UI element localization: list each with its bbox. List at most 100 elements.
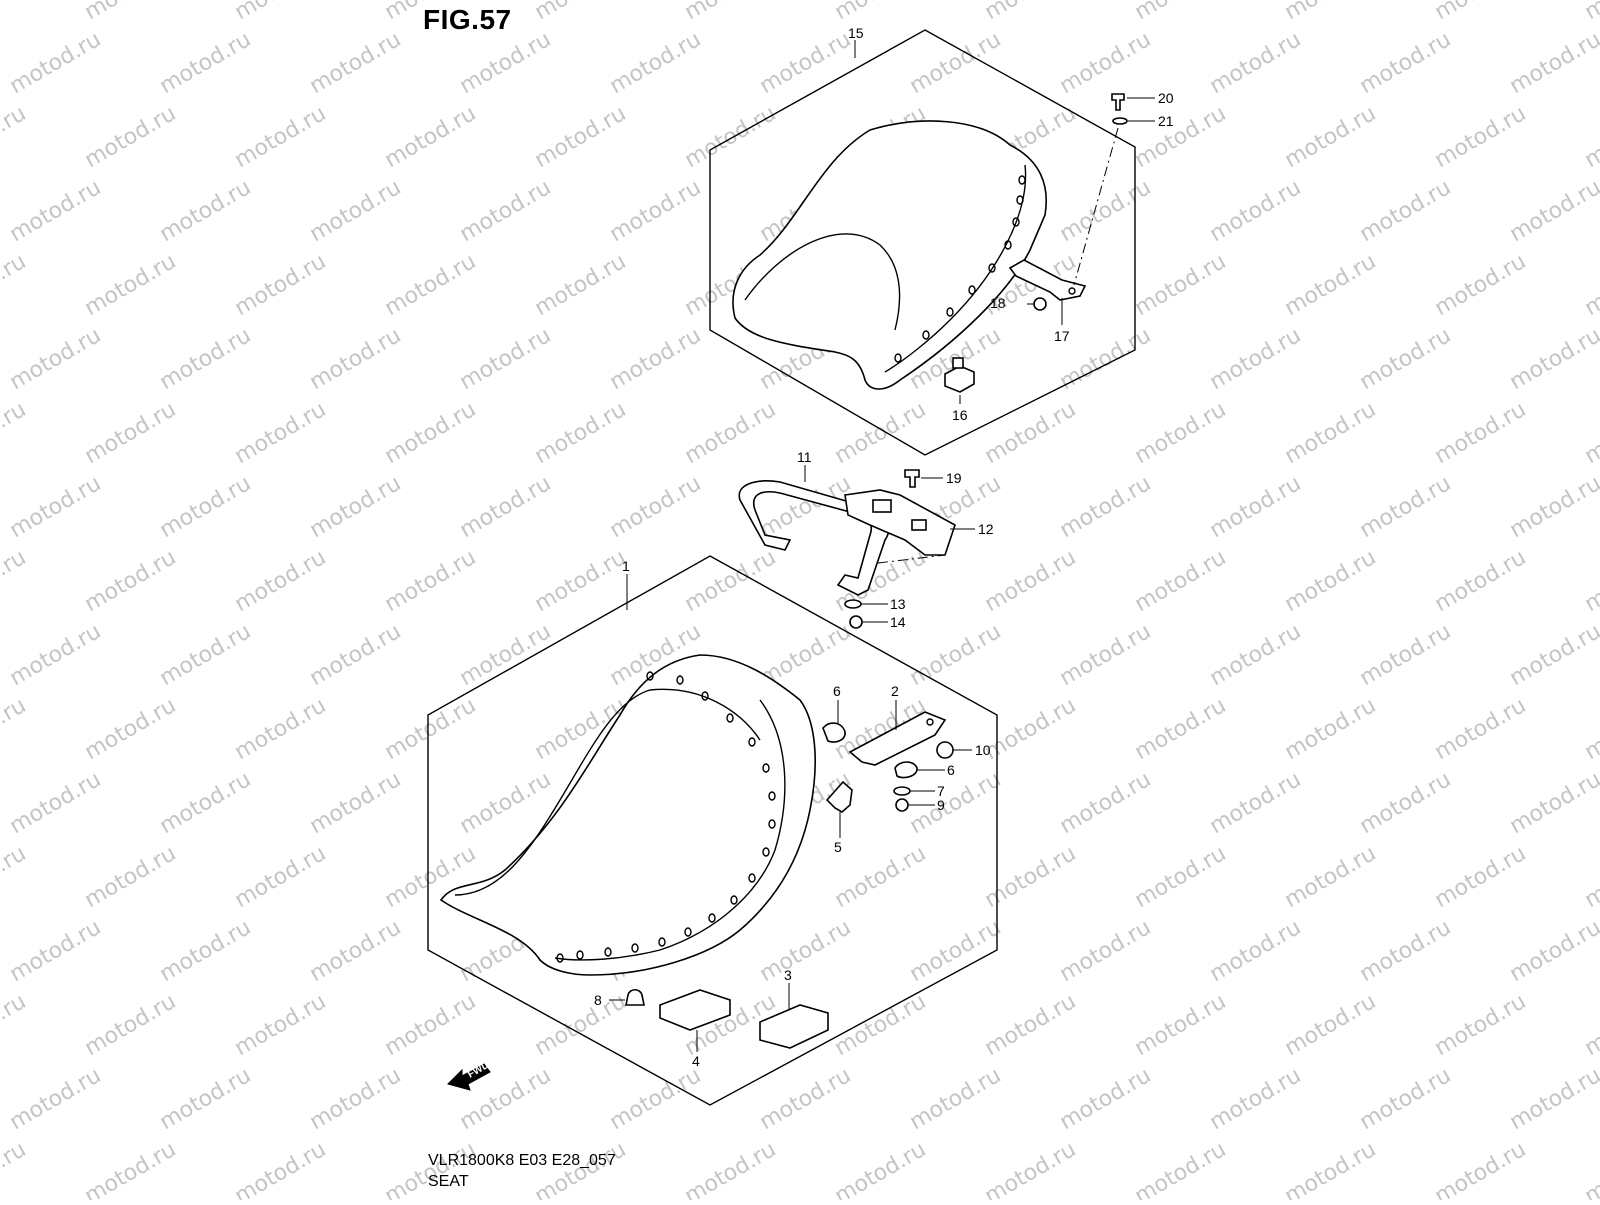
watermark-text: motod.ru xyxy=(6,27,106,99)
callout-12: 12 xyxy=(978,521,994,537)
watermark-text: motod.ru xyxy=(981,545,1081,617)
watermark-text: motod.ru xyxy=(6,619,106,691)
watermark-text: motod.ru xyxy=(81,101,181,173)
watermark-text: motod.ru xyxy=(1356,27,1456,99)
washer-7 xyxy=(894,787,910,795)
watermark-text: motod.ru xyxy=(906,27,1006,99)
watermark-text: motod.ru xyxy=(1206,767,1306,839)
watermark-text: motod.ru xyxy=(1281,545,1381,617)
watermark-text: motod.ru xyxy=(156,471,256,543)
watermark-text: motod.ru xyxy=(231,0,331,25)
callout-2: 2 xyxy=(891,683,899,699)
watermark-text: motod.ru xyxy=(156,767,256,839)
watermark-text: motod.ru xyxy=(681,545,781,617)
watermark-text: motod.ru xyxy=(1356,471,1456,543)
watermark-text: motod.ru xyxy=(0,545,30,617)
watermark-text: motod.ru xyxy=(831,0,931,25)
nut-9 xyxy=(896,799,908,811)
watermark-text: motod.ru xyxy=(1056,471,1156,543)
watermark-text: motod.ru xyxy=(306,323,406,395)
watermark-text: motod.ru xyxy=(831,989,931,1061)
watermark-text: motod.ru xyxy=(6,471,106,543)
watermark-text: motod.ru xyxy=(1431,397,1531,469)
watermark-text: motod.ru xyxy=(1206,471,1306,543)
watermark-text: motod.ru xyxy=(381,249,481,321)
rubber-8 xyxy=(626,990,644,1005)
callout-5: 5 xyxy=(834,839,842,855)
watermark-text: motod.ru xyxy=(606,1063,706,1135)
watermark-text: motod.ru xyxy=(981,989,1081,1061)
watermark-text: motod.ru xyxy=(81,545,181,617)
watermark-text: motod.ru xyxy=(681,101,781,173)
watermark-text: motod.ru xyxy=(1431,249,1531,321)
watermark-text: motod.ru xyxy=(456,175,556,247)
watermark-text: motod.ru xyxy=(1281,101,1381,173)
watermark-text: motod.ru xyxy=(1506,619,1600,691)
callout-1: 1 xyxy=(622,558,630,574)
callout-4: 4 xyxy=(692,1053,700,1069)
watermark-text: motod.ru xyxy=(606,471,706,543)
watermark-text: motod.ru xyxy=(1581,693,1600,765)
watermark-text: motod.ru xyxy=(1356,619,1456,691)
watermark-text: motod.ru xyxy=(81,1137,181,1200)
watermark-text: motod.ru xyxy=(1506,27,1600,99)
callout-3: 3 xyxy=(784,967,792,983)
watermark-text: motod.ru xyxy=(306,471,406,543)
watermark-text: motod.ru xyxy=(231,693,331,765)
watermark-text: motod.ru xyxy=(981,841,1081,913)
grommet-6-right xyxy=(895,762,917,778)
watermark-text: motod.ru xyxy=(1131,0,1231,25)
watermark-text: motod.ru xyxy=(1431,0,1531,25)
watermark-text: motod.ru xyxy=(306,619,406,691)
watermark-text: motod.ru xyxy=(81,249,181,321)
watermark-text: motod.ru xyxy=(1056,27,1156,99)
watermark-text: motod.ru xyxy=(1281,693,1381,765)
watermark-text: motod.ru xyxy=(1581,841,1600,913)
nut-14 xyxy=(850,616,862,628)
watermark-text: motod.ru xyxy=(306,915,406,987)
washer-21 xyxy=(1113,118,1127,124)
watermark-text: motod.ru xyxy=(1281,989,1381,1061)
watermark-text: motod.ru xyxy=(606,323,706,395)
figure-name: SEAT xyxy=(428,1173,469,1191)
watermark-text: motod.ru xyxy=(1431,989,1531,1061)
watermark-text: motod.ru xyxy=(531,545,631,617)
watermark-text: motod.ru xyxy=(1506,175,1600,247)
callout-15: 15 xyxy=(848,25,864,41)
watermark-text: motod.ru xyxy=(756,915,856,987)
watermark-text: motod.ru xyxy=(381,545,481,617)
watermark-text: motod.ru xyxy=(1581,989,1600,1061)
watermark-text: motod.ru xyxy=(0,1137,30,1200)
watermark-text: motod.ru xyxy=(231,989,331,1061)
watermark-text: motod.ru xyxy=(1056,619,1156,691)
watermark-text: motod.ru xyxy=(156,619,256,691)
watermark-text: motod.ru xyxy=(1056,323,1156,395)
watermark-text: motod.ru xyxy=(1281,1137,1381,1200)
watermark-text: motod.ru xyxy=(1281,397,1381,469)
watermark-text: motod.ru xyxy=(231,545,331,617)
watermark-text: motod.ru xyxy=(0,841,30,913)
watermark-text: motod.ru xyxy=(231,397,331,469)
callout-11: 11 xyxy=(797,449,812,465)
watermark-text: motod.ru xyxy=(306,175,406,247)
watermark-text: motod.ru xyxy=(681,397,781,469)
watermark-text: motod.ru xyxy=(1281,0,1381,25)
watermark-text: motod.ru xyxy=(6,915,106,987)
watermark-text: motod.ru xyxy=(1131,841,1231,913)
watermark-text: motod.ru xyxy=(1356,767,1456,839)
callout-6a: 6 xyxy=(833,683,841,699)
watermark-text: motod.ru xyxy=(1581,249,1600,321)
nut-18 xyxy=(1034,298,1046,310)
watermark-text: motod.ru xyxy=(531,249,631,321)
watermark-text: motod.ru xyxy=(1506,1063,1600,1135)
figure-title: FIG.57 xyxy=(423,4,512,36)
watermark-text: motod.ru xyxy=(1431,545,1531,617)
watermark-text: motod.ru xyxy=(231,1137,331,1200)
watermark-text: motod.ru xyxy=(756,1063,856,1135)
watermark-text: motod.ru xyxy=(1431,693,1531,765)
watermark-text: motod.ru xyxy=(456,27,556,99)
watermark-text: motod.ru xyxy=(0,397,30,469)
callout-18: 18 xyxy=(990,295,1006,311)
watermark-text: motod.ru xyxy=(0,101,30,173)
